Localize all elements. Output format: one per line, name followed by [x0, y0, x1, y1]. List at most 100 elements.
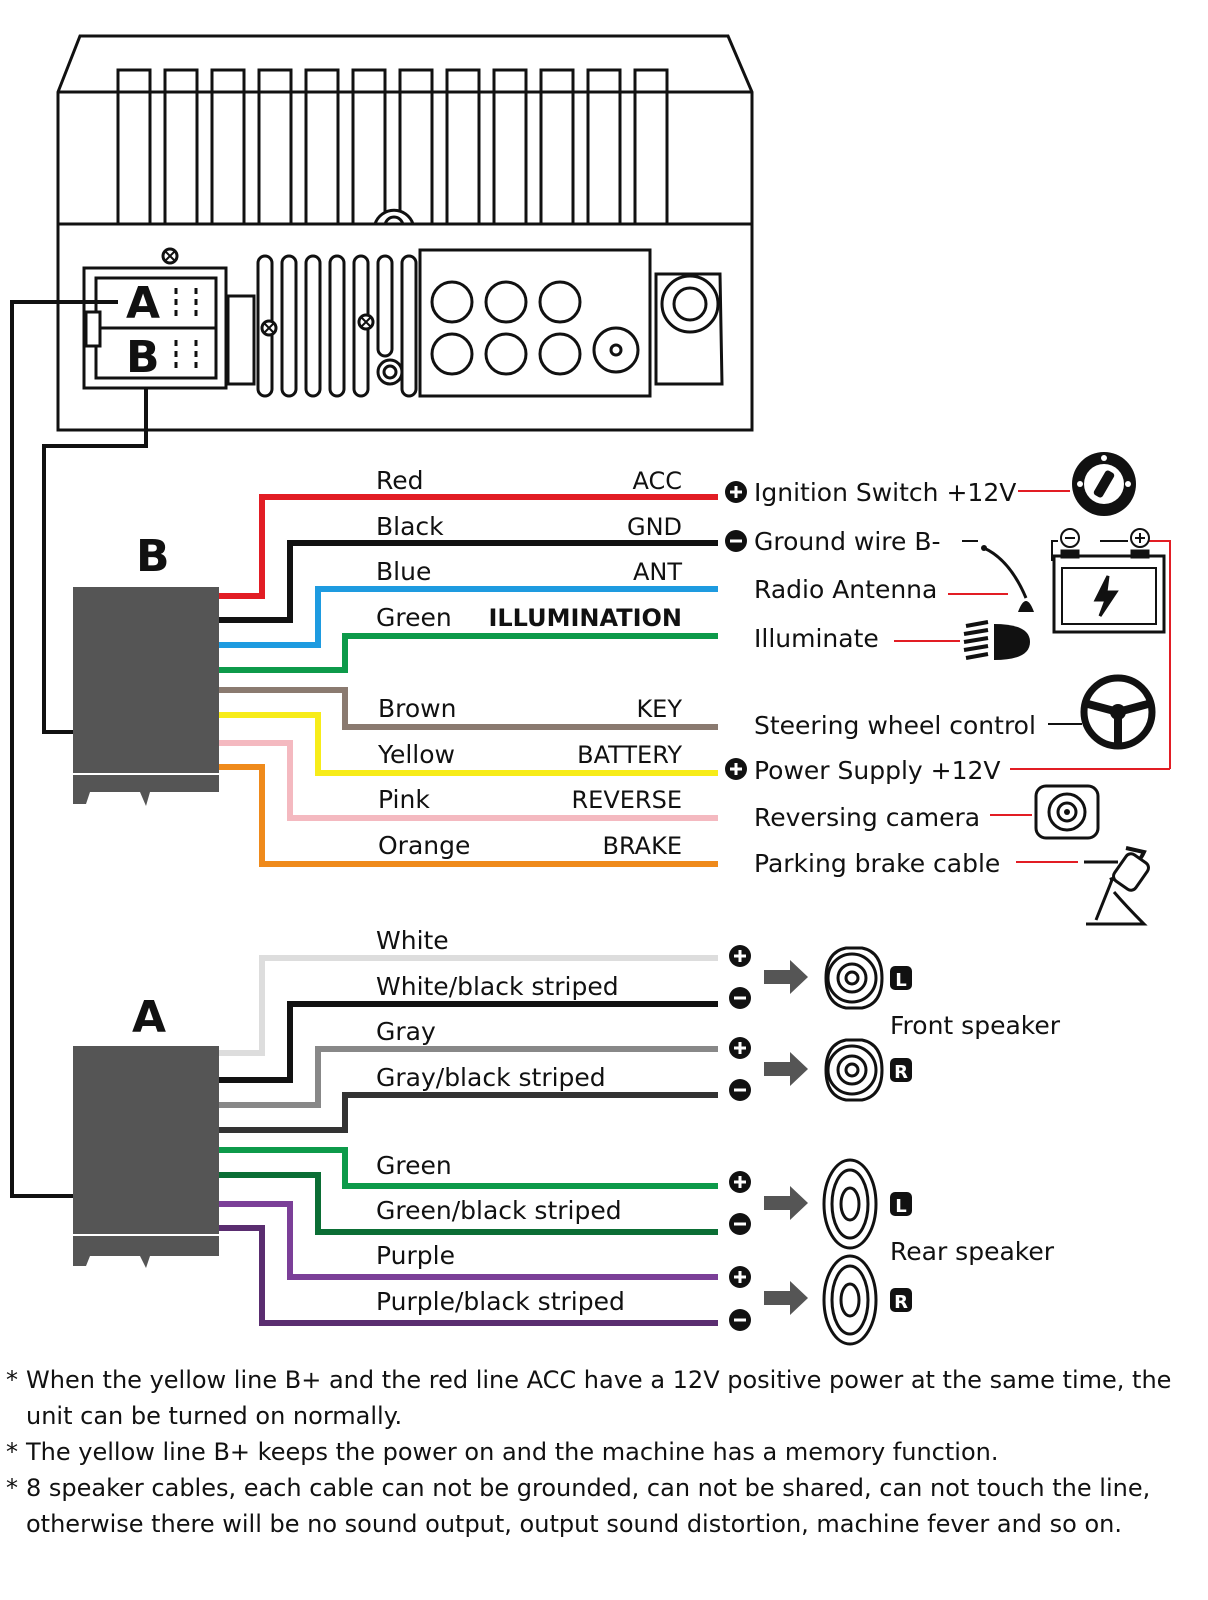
harness-a-label: A: [132, 992, 166, 1043]
destination-leaders: [894, 490, 1171, 863]
wire-name: Purple/black striped: [376, 1287, 625, 1316]
rear-right-speaker-icon: [822, 1254, 878, 1346]
destination-labels: Ignition Switch +12V Ground wire B- Radi…: [754, 478, 1036, 878]
camera-label: Reversing camera: [754, 803, 980, 832]
note-marker: *: [6, 1474, 18, 1502]
wire-name: Yellow: [377, 740, 455, 769]
svg-text:L: L: [895, 1196, 906, 1217]
harness-link-lines: [10, 300, 148, 1198]
ignition-key-icon: [1072, 452, 1136, 516]
minus-icon: [729, 1309, 751, 1331]
svg-text:L: L: [895, 970, 906, 991]
ground-label: Ground wire B-: [754, 527, 941, 556]
svg-text:R: R: [894, 1292, 908, 1313]
wire-function: GND: [627, 513, 682, 541]
wire-b-red: [219, 494, 718, 599]
note-item: * The yellow line B+ keeps the power on a…: [2, 1434, 1202, 1470]
lamp-icon: [963, 620, 1030, 660]
antenna-icon: [981, 545, 1034, 612]
wire-name: Blue: [376, 557, 431, 586]
wire-function: ACC: [632, 467, 682, 495]
svg-text:R: R: [894, 1062, 908, 1083]
note-marker: *: [6, 1438, 18, 1466]
harness-b-wire-names: Red Black Blue Green Brown Yellow Pink O…: [376, 466, 470, 860]
arrow-icons: [764, 960, 808, 1315]
wire-a-purple: [219, 1201, 718, 1280]
wire-function: BATTERY: [577, 741, 682, 769]
minus-icon: [729, 1213, 751, 1235]
wire-a-white-black: [219, 1001, 718, 1083]
parking-brake-icon: [1084, 846, 1150, 926]
illuminate-label: Illuminate: [754, 624, 879, 653]
wire-name: Purple: [376, 1241, 455, 1270]
antenna-label: Radio Antenna: [754, 575, 937, 604]
wire-b-blue: [219, 586, 718, 648]
wire-b-yellow: [219, 712, 718, 776]
minus-icon: [729, 987, 751, 1009]
front-left-speaker-icon: [824, 946, 884, 1010]
harness-b-block: [73, 587, 219, 806]
connector-a-label: A: [126, 278, 160, 329]
wire-name: Green/black striped: [376, 1196, 622, 1225]
steering-wheel-icon: [1080, 674, 1156, 750]
harness-a-wire-names: White White/black striped Gray Gray/blac…: [376, 926, 625, 1316]
wire-name: Black: [376, 512, 444, 541]
right-badge: R: [890, 1058, 912, 1083]
wire-function: KEY: [636, 695, 682, 723]
wire-a-green-black: [219, 1172, 718, 1235]
note-item: *When the yellow line B+ and the red lin…: [2, 1362, 1202, 1434]
left-badge: L: [890, 1192, 912, 1217]
wire-function: ILLUMINATION: [488, 604, 682, 632]
plus-icon: [729, 1266, 751, 1288]
wire-name: Orange: [378, 831, 470, 860]
note-text: When the yellow line B+ and the red line…: [26, 1366, 1172, 1430]
arrow-right-icon: [764, 960, 808, 994]
rear-speaker-label: Rear speaker: [890, 1237, 1055, 1266]
minus-icon: [729, 1079, 751, 1101]
harness-b-wire-functions: ACC GND ANT ILLUMINATION KEY BATTERY REV…: [488, 467, 682, 860]
wire-a-gray-black: [219, 1092, 718, 1133]
wire-name: White/black striped: [376, 972, 619, 1001]
wire-name: Gray: [376, 1017, 436, 1046]
harness-b-label: B: [136, 531, 170, 582]
wire-function: ANT: [633, 558, 682, 586]
speaker-polarity-markers: [729, 945, 751, 1331]
wire-name: Gray/black striped: [376, 1063, 606, 1092]
front-right-speaker-icon: [824, 1038, 884, 1102]
wire-a-gray: [219, 1046, 718, 1108]
arrow-right-icon: [764, 1052, 808, 1086]
wire-name: Green: [376, 1151, 452, 1180]
wire-name: Brown: [378, 694, 456, 723]
wire-b-orange: [219, 764, 718, 867]
wire-function: BRAKE: [603, 832, 683, 860]
plus-icon: [729, 1171, 751, 1193]
right-badge: R: [890, 1288, 912, 1313]
wire-name: Pink: [378, 785, 430, 814]
brake-label: Parking brake cable: [754, 849, 1000, 878]
wire-b-brown: [219, 687, 718, 730]
arrow-right-icon: [764, 1186, 808, 1220]
harness-a-wires: [219, 955, 718, 1326]
plus-icon: [725, 481, 747, 503]
power-label: Power Supply +12V: [754, 756, 1001, 785]
battery-minus-icon: [1060, 528, 1080, 548]
battery-icon: [1052, 549, 1166, 634]
wire-a-purple-black: [219, 1225, 718, 1326]
wire-a-white: [219, 955, 718, 1056]
plus-icon: [729, 945, 751, 967]
note-item: * 8 speaker cables, each cable can not be…: [2, 1470, 1202, 1542]
rear-left-speaker-icon: [822, 1158, 878, 1250]
plus-icon: [725, 758, 747, 780]
battery-plus-icon: [1130, 528, 1150, 548]
notes-section: * When the yellow line B+ and the red lin…: [0, 1362, 1208, 1542]
ignition-label: Ignition Switch +12V: [754, 478, 1016, 507]
note-text: The yellow line B+ keeps the power on an…: [26, 1438, 999, 1466]
arrow-right-icon: [764, 1281, 808, 1315]
wire-b-green: [219, 633, 718, 673]
harness-b-wires: [219, 494, 718, 867]
wire-a-green: [219, 1147, 718, 1189]
wire-name: Green: [376, 603, 452, 632]
note-text: 8 speaker cables, each cable can not be …: [26, 1474, 1151, 1538]
head-unit: [56, 34, 754, 432]
